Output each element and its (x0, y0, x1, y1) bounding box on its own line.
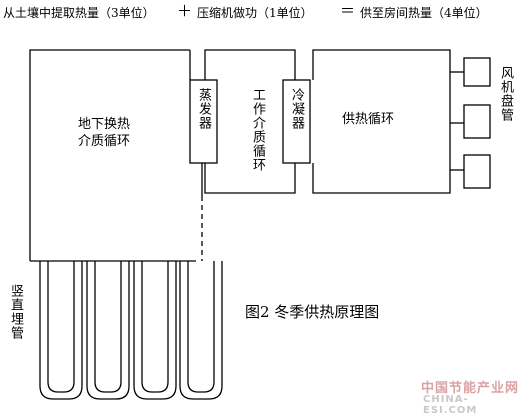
vertical-pipe-label: 竖直埋管 (8, 284, 23, 340)
working-loop-top (204, 49, 296, 80)
evaporator-box (189, 79, 218, 164)
equation-part-room-heat: 供至房间热量（4单位） (360, 6, 488, 20)
condenser-box (282, 79, 311, 164)
fan-coil-unit-1 (463, 57, 491, 87)
heating-loop-label: 供热循环 (342, 112, 395, 127)
plus-sign: ＋ (177, 2, 193, 20)
ground-loop-label: 地下换热 介质循环 (78, 117, 131, 149)
working-loop-bottom (204, 163, 296, 194)
fan-coil-unit-2 (463, 104, 491, 139)
equation-part-soil-heat: 从土壤中提取热量（3单位） (3, 6, 155, 20)
equation-part-compressor-work: 压缩机做功（1单位） (197, 6, 313, 20)
fan-coil-label: 风机盘管 (498, 66, 513, 122)
watermark-en: CHINA-ESI.COM (423, 394, 478, 416)
condenser-label: 冷凝器 (289, 88, 304, 130)
ground-loop-box (29, 49, 190, 261)
fan-coil-unit-3 (463, 154, 491, 189)
evaporator-label: 蒸发器 (196, 88, 211, 130)
figure-caption: 图2 冬季供热原理图 (245, 303, 380, 321)
vertical-buried-pipes (39, 261, 223, 400)
heating-loop (312, 49, 451, 194)
equals-sign: ＝ (340, 2, 356, 20)
watermark-cn: 中国节能产业网 (421, 381, 520, 396)
working-fluid-label: 工作介质循环 (250, 88, 265, 172)
